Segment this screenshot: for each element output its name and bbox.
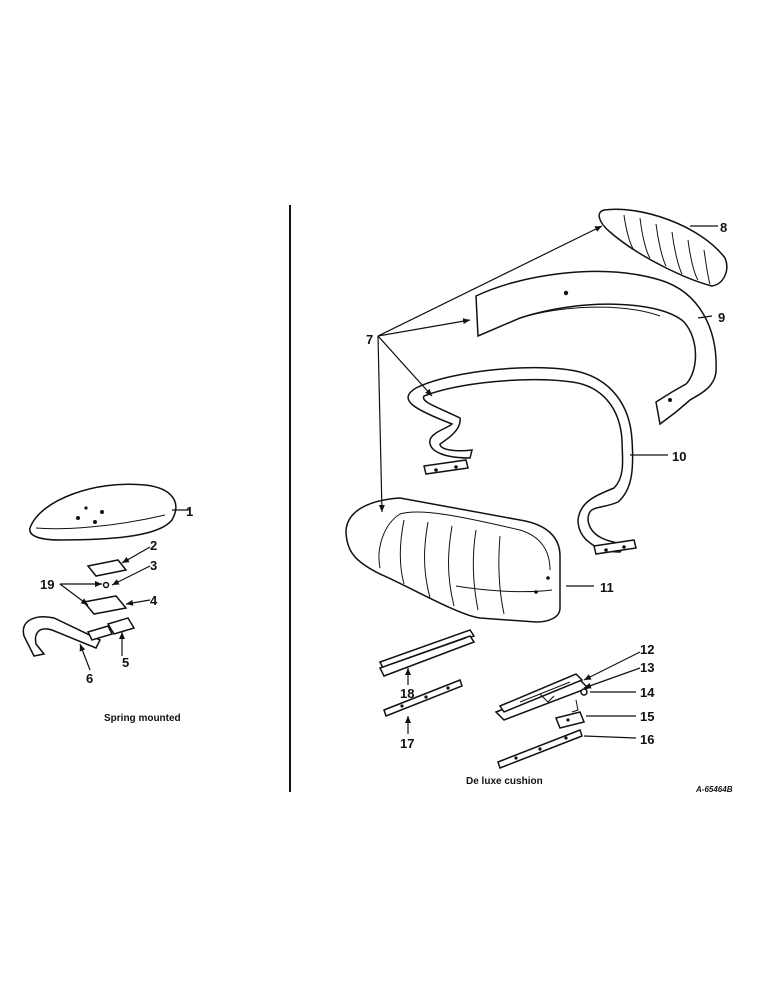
callout-17: 17 [400, 736, 414, 751]
frame-foot-left [423, 459, 469, 475]
callout-9: 9 [718, 310, 725, 325]
callout-19: 19 [40, 577, 54, 592]
callout-14: 14 [640, 685, 655, 700]
callout-8: 8 [720, 220, 727, 235]
seat-pan [29, 483, 177, 541]
mounting-plate-upper [86, 559, 128, 577]
seat-spring [22, 616, 102, 657]
callout-5: 5 [122, 655, 129, 670]
slide-bracket [554, 711, 586, 729]
tubular-frame [407, 366, 637, 555]
washer [580, 688, 588, 696]
reference-code: A-65464B [695, 785, 733, 794]
callout-13: 13 [640, 660, 654, 675]
callout-10: 10 [672, 449, 686, 464]
callout-12: 12 [640, 642, 654, 657]
back-frame [475, 270, 717, 426]
spring-mounted-assembly: 1 2 3 4 5 6 19 Spring mounted [22, 483, 193, 724]
back-cushion [598, 208, 728, 287]
caption-spring-mounted: Spring mounted [104, 713, 181, 724]
callout-4: 4 [150, 593, 158, 608]
spring-clamp-a [86, 625, 114, 641]
callout-2: 2 [150, 538, 157, 553]
mounting-plate-lower [82, 595, 128, 615]
callout-15: 15 [640, 709, 654, 724]
hook-bolt [571, 699, 579, 713]
callout-6: 6 [86, 671, 93, 686]
lower-runner-left [383, 679, 463, 717]
callout-3: 3 [150, 558, 157, 573]
callout-18: 18 [400, 686, 414, 701]
nut [102, 581, 110, 589]
caption-deluxe-cushion: De luxe cushion [466, 776, 543, 787]
seat-cushion [345, 497, 561, 623]
callout-7: 7 [366, 332, 373, 347]
seat-runner-pair [378, 629, 476, 677]
callout-11: 11 [600, 580, 614, 595]
spring-clamp-b [106, 617, 136, 635]
deluxe-cushion-assembly: 8 9 7 10 11 12 13 14 15 16 18 17 De luxe… [345, 208, 728, 787]
callout-1: 1 [186, 504, 193, 519]
callout-16: 16 [640, 732, 654, 747]
